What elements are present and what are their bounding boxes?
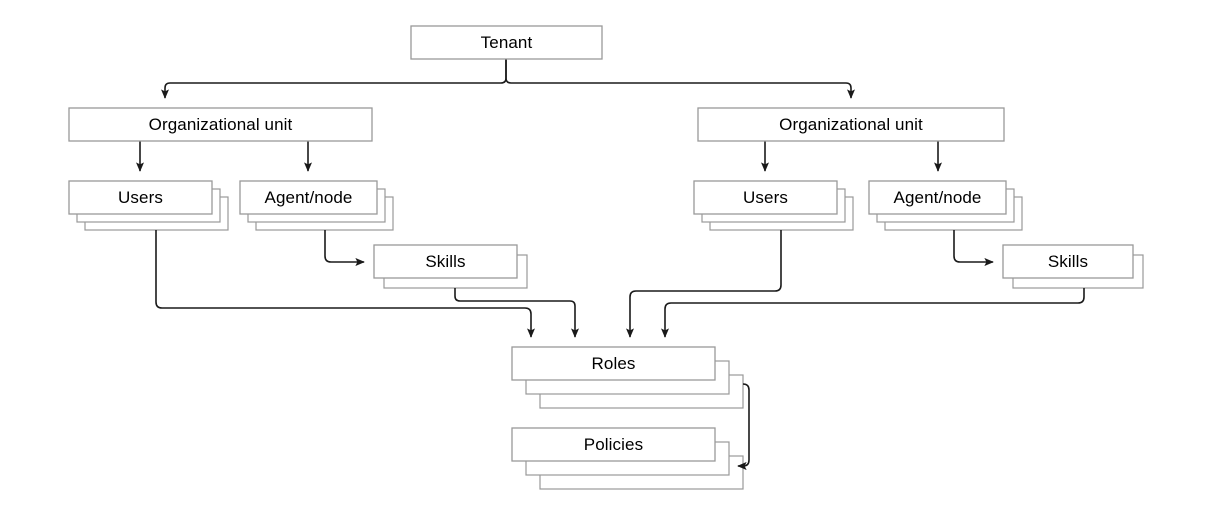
node-box-skills-left[interactable] <box>373 244 518 279</box>
node-box-policies[interactable] <box>511 427 716 462</box>
edge-agentnode-left-to-skills-left <box>324 230 365 266</box>
edge-tenant-to-ou-right <box>505 59 855 99</box>
node-box-users-left[interactable] <box>68 180 213 215</box>
node-box-skills-right[interactable] <box>1002 244 1134 279</box>
edge-tenant-to-ou-left <box>161 59 507 99</box>
edge-skills-left-to-roles <box>454 288 579 338</box>
node-box-ou-right[interactable] <box>697 107 1005 142</box>
node-box-ou-left[interactable] <box>68 107 373 142</box>
edge-skills-right-to-roles <box>661 288 1085 338</box>
node-box-users-right[interactable] <box>693 180 838 215</box>
node-box-agentnode-right[interactable] <box>868 180 1007 215</box>
node-box-agentnode-left[interactable] <box>239 180 378 215</box>
node-box-roles[interactable] <box>511 346 716 381</box>
edge-agentnode-right-to-skills-right <box>953 230 994 266</box>
edge-users-left-to-roles <box>155 230 535 338</box>
node-front-boxes <box>68 25 1134 462</box>
node-box-tenant[interactable] <box>410 25 603 60</box>
edge-users-right-to-roles <box>626 230 782 338</box>
connectors <box>136 59 1085 470</box>
edge-roles-to-policies <box>737 383 750 470</box>
